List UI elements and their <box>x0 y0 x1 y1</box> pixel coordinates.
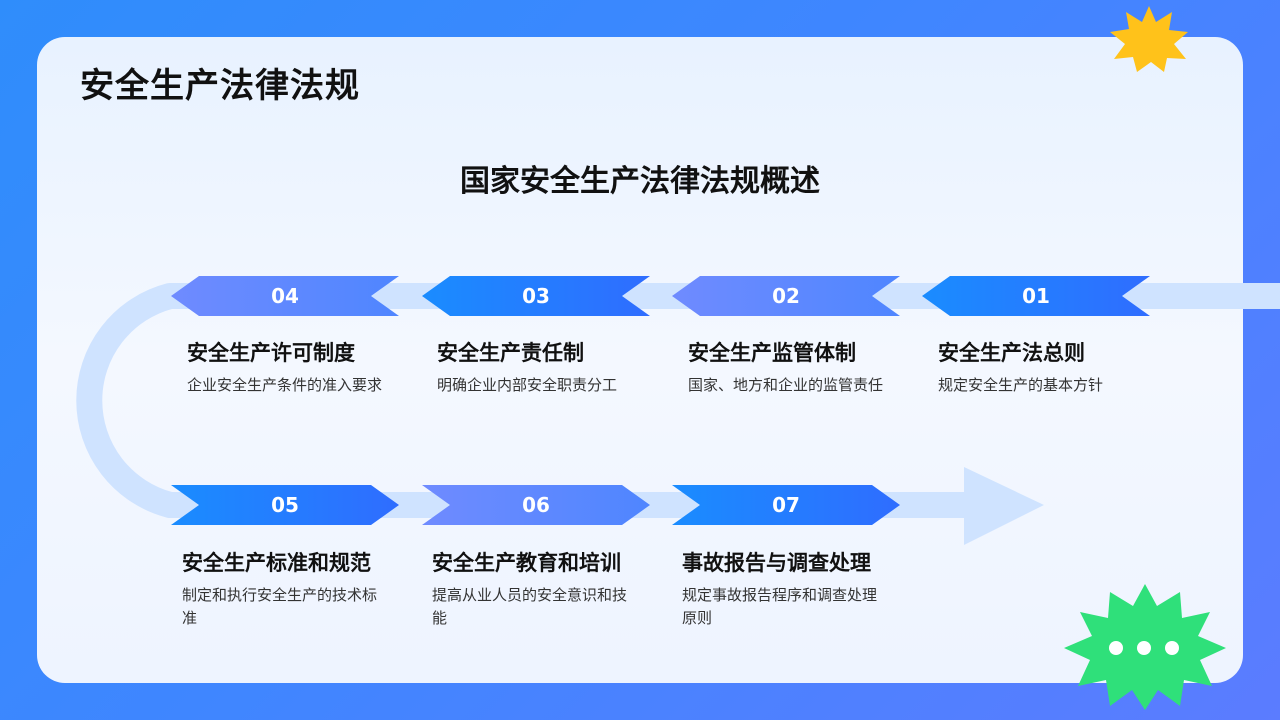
step-title-07: 事故报告与调查处理 <box>682 551 871 575</box>
step-title-04: 安全生产许可制度 <box>187 341 355 365</box>
step-badge-06: 06 <box>422 485 650 525</box>
step-desc-05: 制定和执行安全生产的技术标准 <box>182 586 378 627</box>
step-badge-04: 04 <box>171 276 399 316</box>
step-desc-01: 规定安全生产的基本方针 <box>938 376 1104 394</box>
step-badge-07: 07 <box>672 485 900 525</box>
sun-sticker-icon <box>1110 6 1188 72</box>
chat-bubble-icon <box>1064 584 1226 710</box>
step-title-03: 安全生产责任制 <box>437 341 584 365</box>
step-desc-04: 企业安全生产条件的准入要求 <box>187 376 383 394</box>
page-title: 安全生产法律法规 <box>80 66 360 106</box>
step-desc-02: 国家、地方和企业的监管责任 <box>688 376 884 394</box>
step-title-02: 安全生产监管体制 <box>688 341 856 365</box>
step-badge-01: 01 <box>922 276 1150 316</box>
step-desc-06: 提高从业人员的安全意识和技能 <box>432 586 628 627</box>
step-desc-03: 明确企业内部安全职责分工 <box>437 376 618 394</box>
step-badge-05: 05 <box>171 485 399 525</box>
step-title-06: 安全生产教育和培训 <box>432 551 621 575</box>
step-badge-02: 02 <box>672 276 900 316</box>
step-desc-07: 规定事故报告程序和调查处理原则 <box>682 586 878 627</box>
step-title-05: 安全生产标准和规范 <box>182 551 371 575</box>
step-badge-03: 03 <box>422 276 650 316</box>
page-subtitle: 国家安全生产法律法规概述 <box>460 164 820 199</box>
step-title-01: 安全生产法总则 <box>938 341 1085 365</box>
